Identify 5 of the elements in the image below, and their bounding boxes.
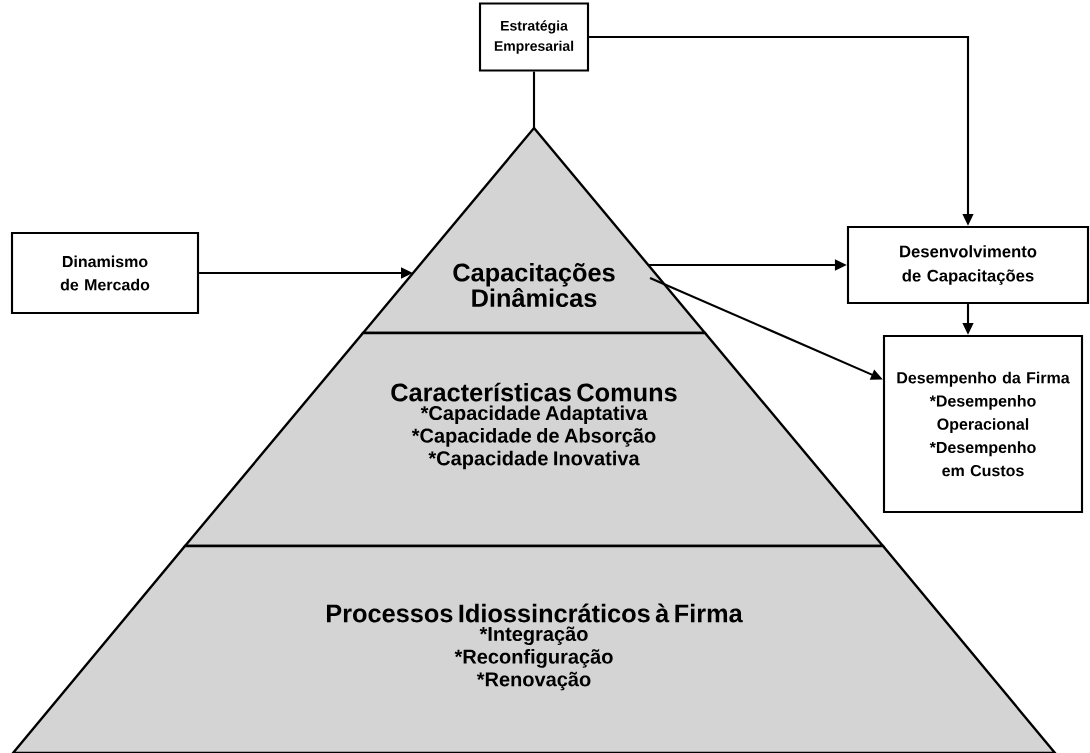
text-box: Dinamismo de Mercado — [10, 231, 200, 315]
text-box: Desenvolvimento de Capacitações — [846, 225, 1090, 305]
text-box: Desempenho da Firma *Desempenho Operacional *Desempenho em Custos — [882, 334, 1084, 514]
connector-line — [532, 71, 536, 128]
text-box: Estratégia Empresarial — [478, 2, 590, 72]
